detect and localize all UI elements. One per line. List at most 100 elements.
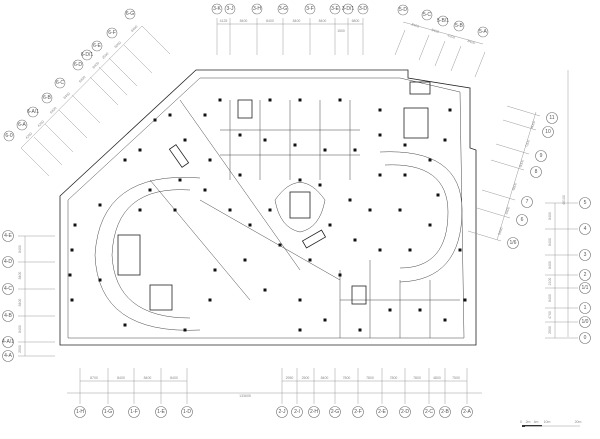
dimension-label: 7800 xyxy=(390,376,398,380)
axis-bubble: 1-F xyxy=(128,406,140,418)
axis-label: 8 xyxy=(535,169,538,175)
grid-line xyxy=(44,123,74,153)
axis-label: 6-A xyxy=(18,122,26,128)
axis-label: 6-C xyxy=(56,80,64,86)
axis-label: 1-E xyxy=(157,409,165,415)
dimension-label: 6000 xyxy=(114,41,122,49)
axis-bubble-circle xyxy=(276,406,288,418)
axis-bubble-circle xyxy=(41,92,53,104)
dimension-label: 7800 xyxy=(413,376,421,380)
dimension-label: 8400 xyxy=(18,272,22,280)
axis-bubble-circle xyxy=(507,237,519,249)
axis-bubble-circle xyxy=(453,20,465,32)
axis-bubble-circle xyxy=(329,406,341,418)
stair-core xyxy=(237,99,253,119)
axis-bubble: 1/6 xyxy=(507,237,519,249)
stair-core xyxy=(409,81,431,95)
structural-column xyxy=(378,108,382,112)
axis-bubble-circle xyxy=(342,3,354,15)
axis-bubble: 2-C xyxy=(423,406,435,418)
axis-bubble: 6-C xyxy=(54,77,66,89)
structural-column xyxy=(448,108,452,112)
axis-bubble: 4-D xyxy=(2,256,14,268)
structural-column xyxy=(443,318,447,322)
axis-label: 2-E xyxy=(378,409,386,415)
axis-label: 3-K xyxy=(213,6,221,12)
axis-bubble: 3-E xyxy=(329,3,341,15)
structural-column xyxy=(263,138,267,142)
stair-core xyxy=(149,284,173,311)
structural-column xyxy=(428,158,432,162)
dimension-label: 8400 xyxy=(548,238,552,246)
axis-label: 6 xyxy=(521,217,524,223)
axis-bubble: 3-D xyxy=(357,3,369,15)
structural-column xyxy=(263,288,267,292)
axis-bubble: 2-D xyxy=(399,406,411,418)
grid-line xyxy=(476,207,511,219)
axis-label: 2-D xyxy=(401,409,409,415)
structural-column xyxy=(73,223,77,227)
curved-promenade-left xyxy=(94,177,201,331)
structural-column xyxy=(268,208,272,212)
structural-column xyxy=(388,308,392,312)
dimension-label: 2500 xyxy=(101,52,109,60)
axis-bubble: 4 xyxy=(579,223,591,235)
axis-bubble-circle xyxy=(2,310,14,322)
axis-label: 2-I xyxy=(294,409,300,415)
structural-column xyxy=(183,138,187,142)
structural-column xyxy=(248,223,252,227)
structural-column xyxy=(368,208,372,212)
axis-label: 2-C xyxy=(425,409,433,415)
axis-bubble: 1/1 xyxy=(579,282,591,294)
axis-label: 4-A xyxy=(4,353,12,359)
structural-column xyxy=(213,268,217,272)
axis-bubble: 3 xyxy=(579,249,591,261)
stair-core xyxy=(117,234,141,276)
dimension-label: 7500 xyxy=(452,376,460,380)
dimension-label: 133605 xyxy=(239,394,251,398)
axis-label: 5-C xyxy=(423,12,431,18)
structural-column xyxy=(323,148,327,152)
structural-column xyxy=(70,298,74,302)
dimension-label: 8400 xyxy=(18,299,22,307)
axis-bubble-circle xyxy=(521,196,533,208)
axis-bubble: 6-A/1 xyxy=(27,106,39,118)
axis-bubble-circle xyxy=(304,3,316,15)
grid-line xyxy=(474,51,486,78)
axis-bubble-circle xyxy=(546,112,558,124)
structural-column xyxy=(68,273,72,277)
grid-line xyxy=(467,230,502,242)
structural-column xyxy=(398,208,402,212)
axis-label: 4 xyxy=(584,226,587,232)
axis-label: 4-A/1 xyxy=(2,339,14,345)
axis-label: 6-A/1 xyxy=(27,109,39,115)
axis-bubble-circle xyxy=(72,59,84,71)
dimension-label: 8400 xyxy=(548,261,552,269)
structural-column xyxy=(378,173,382,177)
grid-line xyxy=(71,94,101,124)
axis-label: 3-D xyxy=(359,6,367,12)
escalator xyxy=(301,229,327,249)
axis-label: 6-D/1 xyxy=(81,52,93,58)
structural-column xyxy=(243,258,247,262)
axis-label: 5-D xyxy=(399,7,407,13)
structural-column xyxy=(98,278,102,282)
axis-label: 9 xyxy=(540,153,543,159)
axis-bubble-circle xyxy=(2,230,14,242)
structural-column xyxy=(348,198,352,202)
structural-column xyxy=(178,178,182,182)
axis-label: 11 xyxy=(549,115,554,121)
axis-label: 3-D/1 xyxy=(342,6,354,12)
axis-bubble-circle xyxy=(579,223,591,235)
axis-bubble-circle xyxy=(181,406,193,418)
axis-bubble-circle xyxy=(224,3,236,15)
axis-label: 1/6 xyxy=(510,240,517,246)
dimension-label: 8400 xyxy=(63,92,71,100)
dimension-label: 7800 xyxy=(343,376,351,380)
structural-column xyxy=(228,208,232,212)
dimension-label: 6800 xyxy=(352,19,360,23)
axis-label: 4-C xyxy=(4,286,12,292)
axis-label: 5-B xyxy=(455,23,463,29)
stair-core xyxy=(351,285,367,305)
